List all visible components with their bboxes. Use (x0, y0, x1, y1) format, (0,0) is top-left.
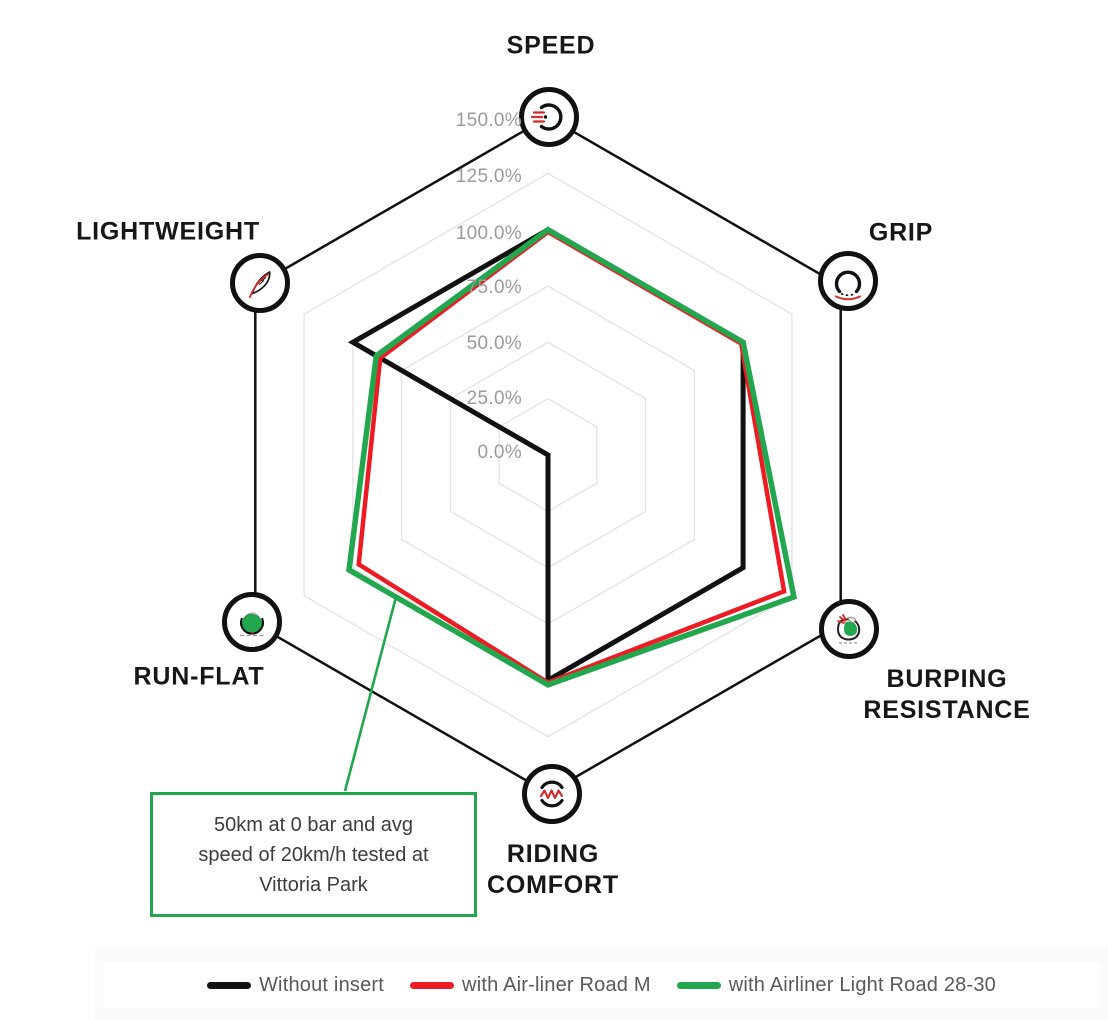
grid-ring-125 (303, 172, 793, 738)
annotation-line-3: Vittoria Park (259, 873, 368, 896)
legend-item-without-insert: Without insert (206, 973, 385, 997)
legend-item-airliner-road-m: with Air-liner Road M (410, 974, 651, 997)
tick-label-150: 150.0% (455, 110, 522, 131)
axis-label-speed: SPEED (506, 31, 596, 60)
annotation-box: 50km at 0 bar and avg speed of 20km/h te… (150, 792, 477, 917)
legend-label: Without insert (258, 973, 385, 996)
grip-tire-icon (818, 251, 878, 311)
annotation-line-1: 50km at 0 bar and avg (213, 813, 413, 836)
axis-label-grip: GRIP (868, 218, 934, 247)
legend-band: Without insert with Air-liner Road M wit… (95, 948, 1108, 1020)
callout-line (343, 596, 398, 792)
axis-label-lightweight: LIGHTWEIGHT (76, 217, 260, 246)
series-line-with-airliner-light-road-28-30 (346, 226, 798, 688)
legend-swatch-black (206, 981, 251, 989)
axis-label-run-flat: RUN-FLAT (133, 662, 265, 691)
speed-tire-icon (519, 87, 579, 147)
axis-label-riding-comfort: RIDING COMFORT (487, 839, 619, 899)
tick-label-25: 25.0% (466, 388, 522, 409)
feather-icon (230, 253, 290, 313)
annotation-line-2: speed of 20km/h tested at (198, 843, 429, 866)
burping-insert-icon (819, 599, 879, 659)
runflat-insert-icon (222, 592, 282, 652)
axis-label-burping-resistance: BURPING RESISTANCE (863, 664, 1031, 724)
tick-label-75: 75.0% (466, 277, 522, 298)
tick-label-0: 0.0% (477, 442, 522, 463)
tick-label-50: 50.0% (466, 333, 522, 354)
axis-icons (222, 87, 879, 824)
tick-label-100: 100.0% (455, 223, 522, 244)
legend-item-airliner-light-road: with Airliner Light Road 28-30 (676, 973, 997, 997)
comfort-wave-icon (522, 764, 582, 824)
legend-label: with Air-liner Road M (462, 973, 651, 996)
legend-label: with Airliner Light Road 28-30 (728, 973, 997, 996)
series-line-without-insert (347, 226, 746, 685)
legend-swatch-red (410, 981, 455, 989)
legend: Without insert with Air-liner Road M wit… (103, 962, 1100, 1008)
series-layer (346, 226, 798, 688)
legend-swatch-green (676, 981, 721, 989)
tick-label-125: 125.0% (455, 166, 522, 187)
